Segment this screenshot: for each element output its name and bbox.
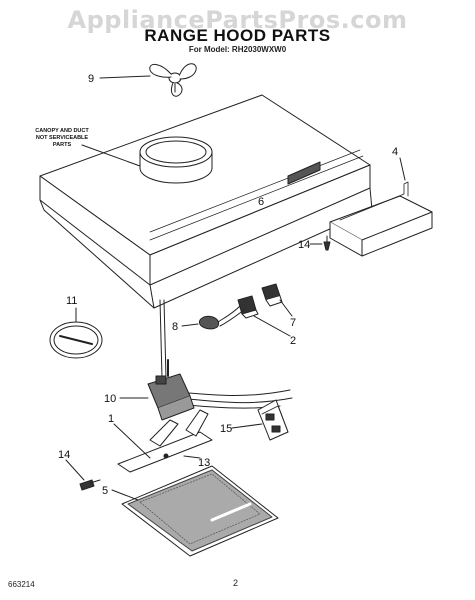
fan-motor [147,359,195,421]
note-line-1: CANOPY AND DUCT [35,128,89,134]
leader-9 [99,75,151,79]
note-line-2: NOT SERVICEABLE [36,135,88,141]
leader-8 [181,323,199,327]
callout-14-lower: 14 [58,449,70,461]
footer-page-number: 2 [233,578,239,588]
grease-filter [121,465,279,557]
leader-4 [399,157,406,181]
callout-4: 4 [392,146,398,158]
leader-15 [231,423,263,429]
hood-canopy [39,94,373,309]
side-bracket [329,181,433,257]
callout-9: 9 [88,73,94,85]
leader-5 [111,489,139,501]
callout-14-upper: 14 [298,239,310,251]
screw-lower [79,479,101,491]
diagram-title: RANGE HOOD PARTS [144,26,331,45]
note-line-3: PARTS [53,142,72,148]
footer-code: 663214 [8,580,35,589]
light-socket [198,305,245,330]
callout-10: 10 [104,393,116,405]
callout-2: 2 [290,335,296,347]
screw-upper [323,235,331,251]
leader-13 [183,455,201,459]
callout-1: 1 [108,413,114,425]
switch [261,283,283,307]
callout-8: 8 [172,321,178,333]
callout-7: 7 [290,317,296,329]
callout-15: 15 [220,423,232,435]
leader-14-lower [65,459,85,481]
light-lens [49,321,103,359]
callout-5: 5 [102,485,108,497]
watermark: AppliancePartsPros.com [67,6,408,34]
mount-plate [257,399,289,441]
leader-2 [253,315,291,337]
leader-7 [279,299,293,317]
model-line: For Model: RH2030WXW0 [188,45,287,54]
callout-13: 13 [198,457,210,469]
switch-knob [237,295,259,319]
callout-11: 11 [66,295,77,307]
motor-bracket [117,409,213,473]
leader-canopy-note [81,144,141,167]
leader-1 [113,423,151,459]
fan-blade [149,63,197,97]
callout-6: 6 [258,196,264,208]
